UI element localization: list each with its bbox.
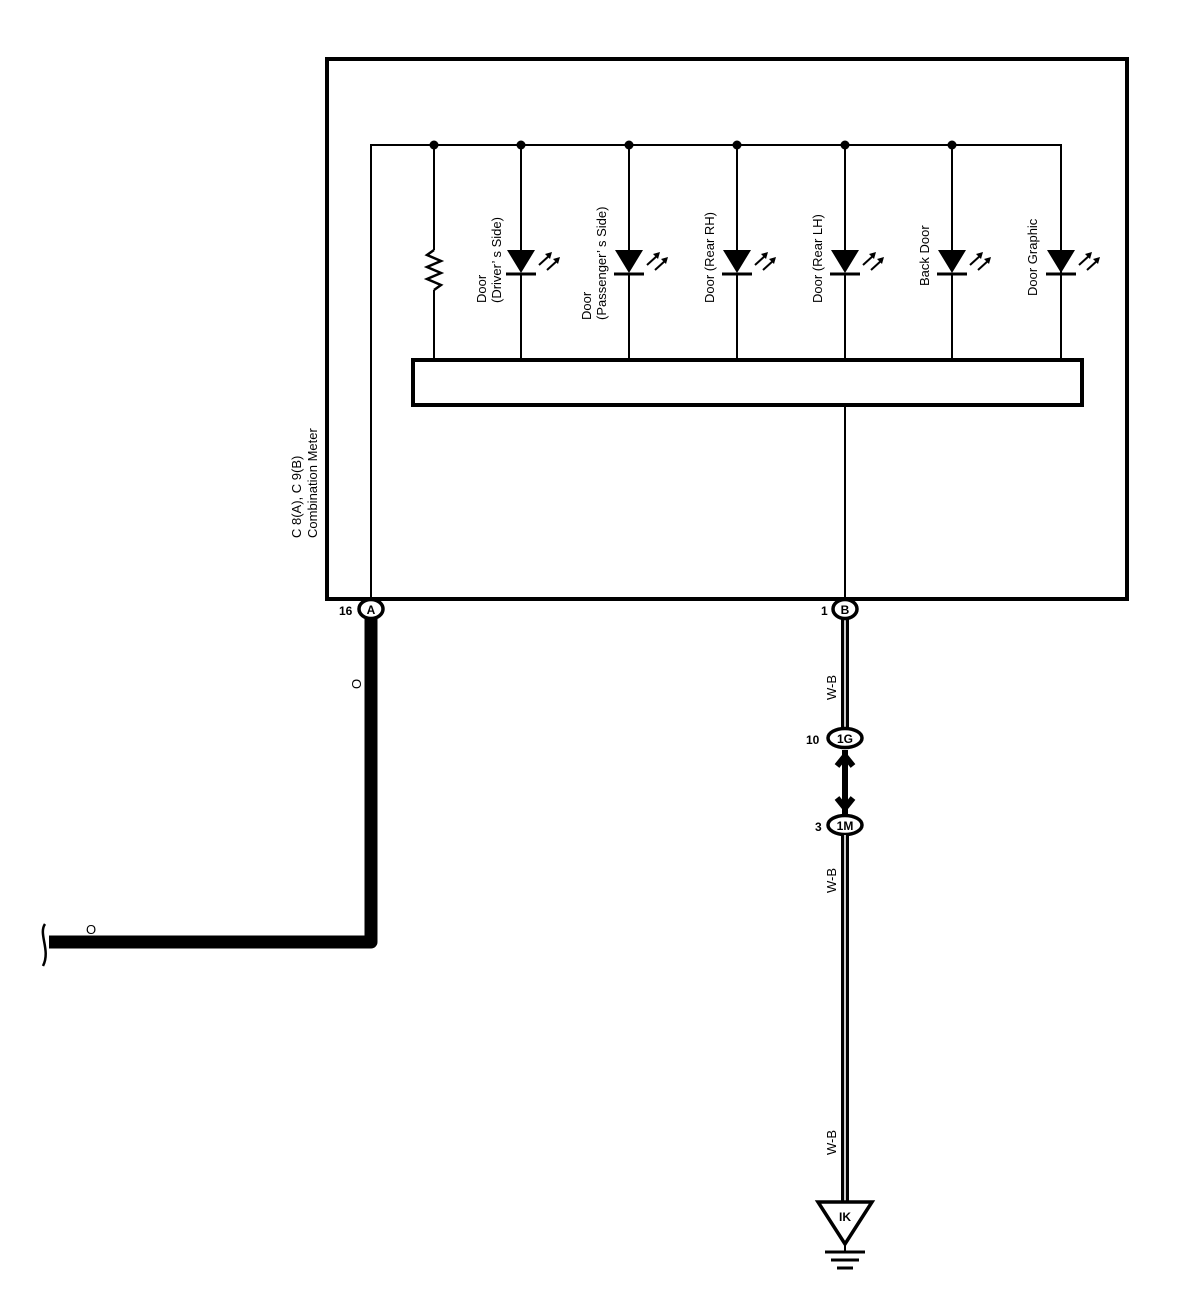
wire-color-right-2: W-B bbox=[824, 868, 839, 893]
pin-a: 16 bbox=[339, 604, 353, 618]
label-rear-rh: Door (Rear RH) bbox=[702, 212, 717, 303]
led-rear-rh bbox=[722, 145, 776, 358]
led-passenger-side bbox=[614, 145, 668, 358]
label-passenger-line1: Door bbox=[579, 291, 594, 320]
wire-orange bbox=[49, 618, 378, 949]
combination-meter-box bbox=[325, 57, 1129, 601]
ground-point-ik bbox=[814, 1200, 876, 1248]
led-driver-side bbox=[506, 145, 560, 358]
connector-label: C 8(A), C 9(B) bbox=[289, 456, 304, 538]
terminal-1m-letter: 1M bbox=[837, 819, 854, 833]
ground-point-label: IK bbox=[839, 1210, 851, 1224]
led-rear-lh bbox=[830, 145, 884, 358]
label-rear-lh: Door (Rear LH) bbox=[810, 214, 825, 303]
label-back-door: Back Door bbox=[917, 225, 932, 286]
terminal-a bbox=[357, 597, 385, 621]
component-name: Combination Meter bbox=[305, 428, 320, 538]
pin-b: 1 bbox=[821, 604, 828, 618]
connector-link bbox=[834, 750, 856, 814]
label-passenger-line2: (Passenger’ s Side) bbox=[594, 207, 609, 320]
label-driver-line2: (Driver’ s Side) bbox=[489, 217, 504, 303]
terminal-b-letter: B bbox=[841, 603, 850, 617]
terminal-1g bbox=[826, 726, 864, 750]
pin-1m: 3 bbox=[815, 820, 822, 834]
wire-color-right-1: W-B bbox=[824, 675, 839, 700]
wire-color-right-3: W-B bbox=[824, 1130, 839, 1155]
label-driver-line1: Door bbox=[474, 274, 489, 303]
wire-color-left-end: O bbox=[86, 922, 96, 937]
pin-1g: 10 bbox=[806, 733, 820, 747]
resistor bbox=[423, 145, 445, 358]
led-back-door bbox=[937, 145, 991, 358]
label-door-graphic: Door Graphic bbox=[1025, 218, 1040, 296]
led-door-graphic bbox=[1046, 250, 1100, 276]
terminal-a-letter: A bbox=[367, 603, 376, 617]
terminal-b bbox=[831, 597, 859, 621]
terminal-1g-letter: 1G bbox=[837, 732, 853, 746]
wire-break-mark bbox=[41, 923, 47, 967]
ground-symbol bbox=[825, 1244, 865, 1270]
wire-color-left: O bbox=[349, 679, 364, 689]
terminal-1m bbox=[826, 813, 864, 837]
ic-block bbox=[411, 358, 1084, 407]
